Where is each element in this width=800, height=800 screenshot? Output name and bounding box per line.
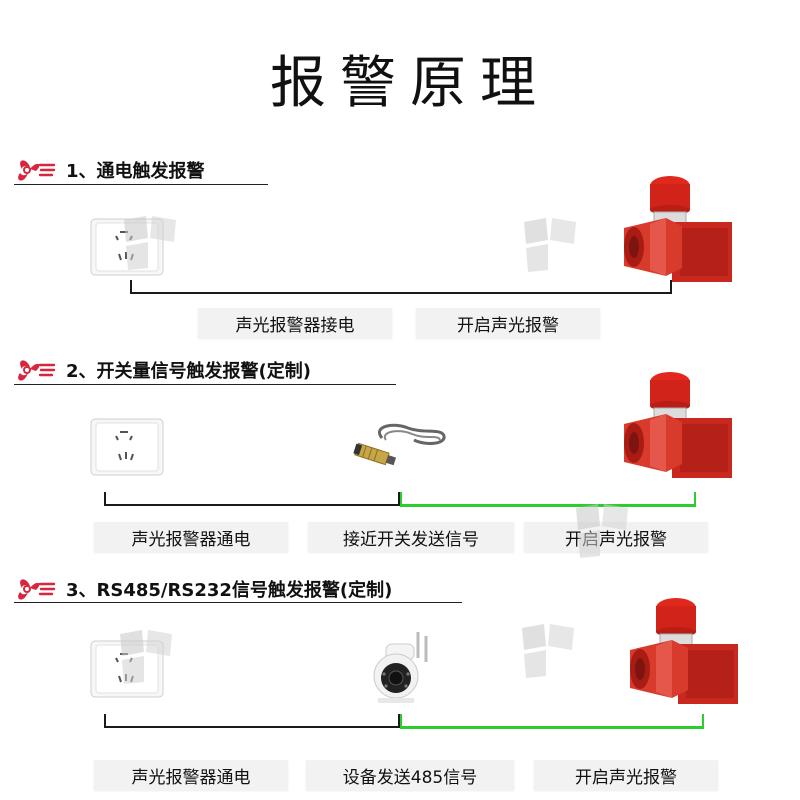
section-2-rule <box>14 384 396 385</box>
brand-logo-icon <box>14 155 56 185</box>
watermark-icon <box>120 212 182 274</box>
section-1-label-2: 开启声光报警 <box>416 308 600 338</box>
section-3-rule <box>14 602 462 603</box>
section-1-label-1: 声光报警器接电 <box>198 308 392 338</box>
section-2-heading: 2、开关量信号触发报警(定制) <box>14 353 311 387</box>
signal-wire <box>400 492 696 507</box>
alarm-siren-icon <box>620 368 736 480</box>
power-wire <box>104 714 400 728</box>
wall-socket-icon <box>90 418 164 476</box>
alarm-siren-icon <box>620 172 736 284</box>
section-1-heading: 1、通电触发报警 <box>14 153 205 187</box>
section-3-label-2: 设备发送485信号 <box>306 760 514 790</box>
section-2-label-1: 声光报警器通电 <box>94 522 288 552</box>
section-1-title: 1、通电触发报警 <box>66 161 205 182</box>
watermark-icon <box>520 214 582 276</box>
watermark-icon <box>572 500 634 562</box>
section-1-rule <box>14 184 268 185</box>
watermark-icon <box>116 626 178 688</box>
power-wire <box>130 280 672 294</box>
section-3-label-3: 开启声光报警 <box>534 760 718 790</box>
signal-wire <box>400 714 704 729</box>
section-3-label-1: 声光报警器通电 <box>94 760 288 790</box>
brand-logo-icon <box>14 355 56 385</box>
alarm-siren-icon <box>626 594 742 706</box>
section-3-heading: 3、RS485/RS232信号触发报警(定制) <box>14 572 392 606</box>
power-wire <box>104 492 400 506</box>
page-title: 报警原理 <box>270 51 550 116</box>
ptz-camera-icon <box>366 628 434 704</box>
section-2-label-2: 接近开关发送信号 <box>308 522 514 552</box>
watermark-icon <box>518 620 580 682</box>
section-2-title: 2、开关量信号触发报警(定制) <box>66 361 311 382</box>
section-3-title: 3、RS485/RS232信号触发报警(定制) <box>66 580 393 601</box>
proximity-sensor-icon <box>352 420 448 470</box>
brand-logo-icon <box>14 574 56 604</box>
